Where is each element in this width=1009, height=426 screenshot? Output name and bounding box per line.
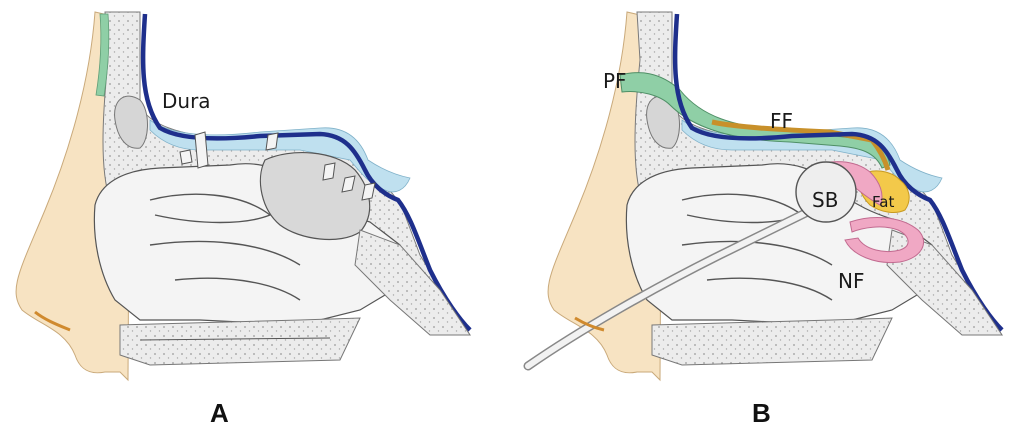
annotation-fat: Fat	[872, 193, 894, 211]
annotation-nf: NF	[838, 269, 864, 293]
panel-label-a: A	[210, 398, 229, 426]
panel-b: PF FF SB Fat NF B	[528, 12, 1002, 426]
annotation-ff: FF	[770, 109, 793, 133]
annotation-pf: PF	[603, 69, 627, 93]
palate-b	[652, 318, 892, 365]
panel-a: Dura A	[16, 12, 470, 426]
annotation-sb: SB	[812, 188, 838, 212]
palate-a	[120, 318, 360, 365]
annotation-dura: Dura	[162, 89, 211, 113]
panel-label-b: B	[752, 398, 771, 426]
